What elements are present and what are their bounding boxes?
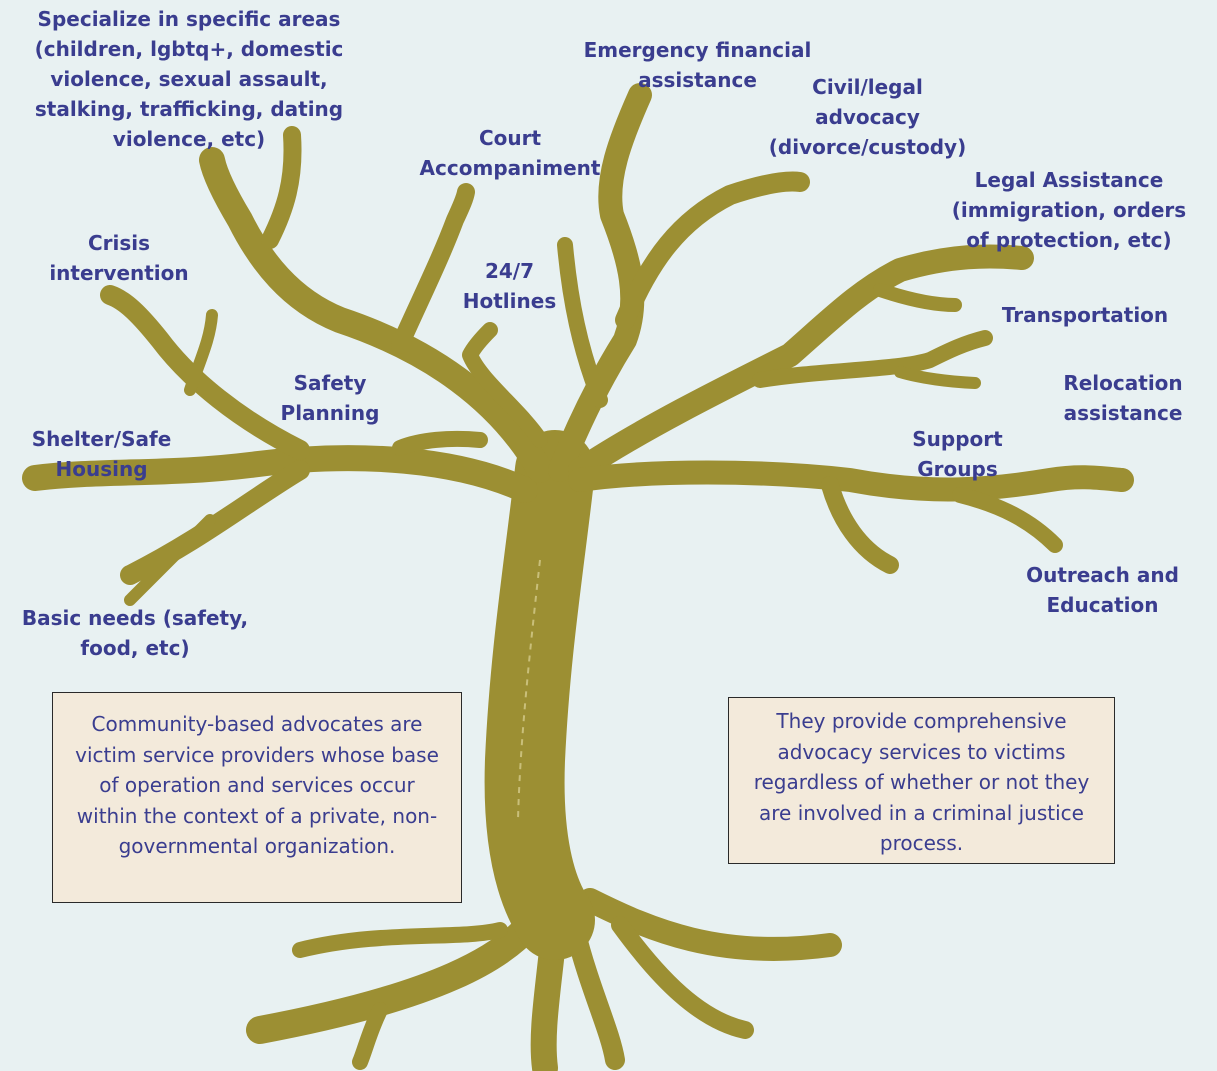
tree-root: [292, 922, 508, 958]
tree-branch: [120, 460, 310, 585]
label-civil-legal: Civil/legal advocacy (divorce/custody): [768, 75, 967, 159]
label-shelter: Shelter/Safe Housing: [31, 427, 172, 481]
tree-branch: [184, 309, 218, 396]
label-legal-assistance: Legal Assistance (immigration, orders of…: [951, 168, 1187, 252]
tree-branch: [873, 283, 962, 312]
tree-branch: [557, 237, 608, 408]
tree-branch: [22, 445, 538, 503]
label-crisis: Crisis intervention: [49, 231, 189, 285]
trunk-highlight: [517, 559, 541, 821]
info-box-left-text: Community-based advocates are victim ser…: [75, 712, 439, 858]
tree-root: [246, 886, 559, 1044]
tree-branch: [752, 330, 993, 388]
tree-root: [611, 916, 754, 1039]
tree-branch: [392, 430, 488, 456]
tree-root: [578, 888, 842, 961]
label-emergency-financial: Emergency financial assistance: [583, 38, 812, 92]
tree-branch: [568, 244, 1034, 482]
info-box-left: Community-based advocates are victim ser…: [52, 692, 462, 903]
tree-branch: [391, 183, 475, 354]
label-support-groups: Support Groups: [912, 427, 1003, 481]
tree-branch: [894, 366, 981, 389]
tree-branch: [462, 322, 548, 448]
tree-branch: [100, 285, 310, 460]
tree-root: [352, 1002, 388, 1070]
label-outreach: Outreach and Education: [1026, 563, 1179, 617]
tree-branch: [199, 147, 553, 483]
tree-branch: [615, 171, 810, 330]
tree-branch: [124, 514, 216, 606]
tree-trunk: [484, 430, 595, 960]
tree-branch: [568, 460, 1134, 502]
label-relocation: Relocation assistance: [1063, 371, 1183, 425]
label-basic-needs: Basic needs (safety, food, etc): [21, 606, 249, 660]
info-box-right: They provide comprehensive advocacy serv…: [728, 697, 1115, 864]
label-specialize: Specialize in specific areas (children, …: [34, 7, 344, 151]
label-hotlines: 24/7 Hotlines: [462, 259, 557, 313]
label-safety-planning: Safety Planning: [280, 371, 380, 425]
info-box-right-text: They provide comprehensive advocacy serv…: [753, 709, 1090, 855]
label-transportation: Transportation: [1001, 303, 1169, 327]
tree-branch: [952, 487, 1063, 553]
tree-branch: [821, 476, 899, 574]
label-court: Court Accompaniment: [419, 126, 601, 180]
tree-branch: [261, 126, 302, 249]
